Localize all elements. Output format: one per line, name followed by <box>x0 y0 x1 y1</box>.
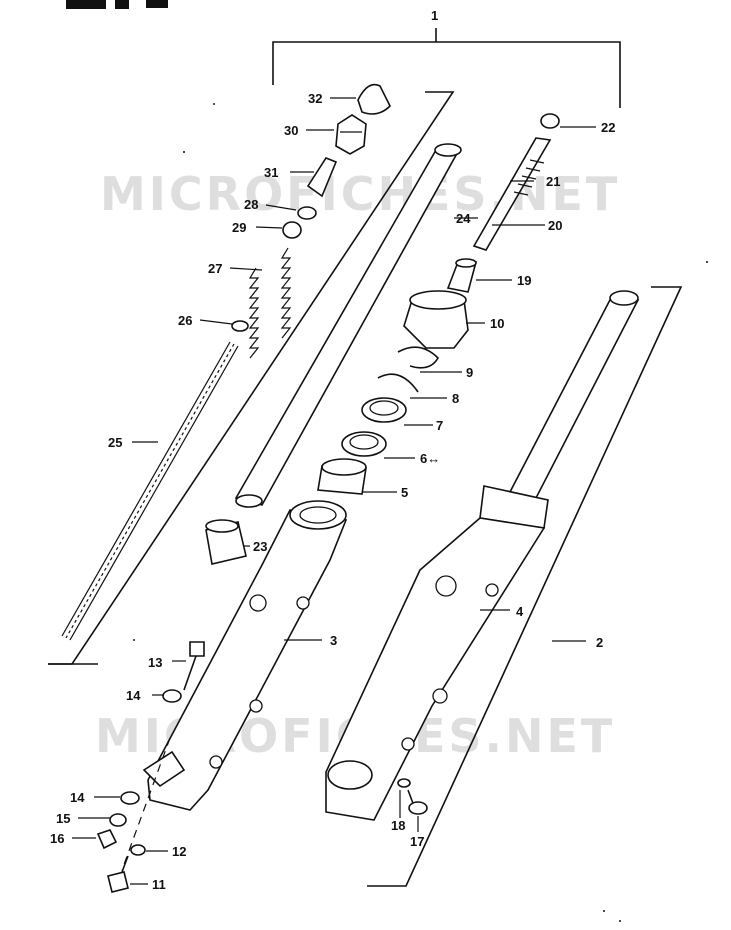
label-10: 10 <box>490 316 504 331</box>
part-21-20-rod <box>472 137 552 251</box>
right-group-frame <box>367 286 683 887</box>
part-18-washer <box>397 778 411 788</box>
label-15: 15 <box>56 811 70 826</box>
label-21: 21 <box>546 174 560 189</box>
part-14-washer-lower <box>120 791 140 805</box>
label-14-lower: 14 <box>70 790 85 805</box>
part-13-bolt <box>183 641 205 691</box>
label-27: 27 <box>208 261 222 276</box>
part-32-cap <box>357 83 391 115</box>
part-22-ring <box>540 113 560 129</box>
label-18: 18 <box>391 818 405 833</box>
label-4: 4 <box>516 604 524 619</box>
label-24: 24 <box>456 211 471 226</box>
label-29: 29 <box>232 220 246 235</box>
part-17-screw <box>407 789 428 815</box>
label-13: 13 <box>148 655 162 670</box>
part-15-washer <box>109 813 127 827</box>
part-14-washer-upper <box>162 689 182 703</box>
part-2-inner-tube <box>325 290 640 821</box>
label-32: 32 <box>308 91 322 106</box>
part-27-spring <box>248 247 292 359</box>
watermark-top: MICROFICHES.NET <box>100 167 620 221</box>
label-16: 16 <box>50 831 64 846</box>
label-26: 26 <box>178 313 192 328</box>
part-6-washer <box>341 431 387 457</box>
part-9-clip <box>397 346 439 369</box>
bracket-1 <box>272 28 621 108</box>
part-28-ring <box>297 206 317 220</box>
label-23: 23 <box>253 539 267 554</box>
part-11-bolt <box>107 855 129 893</box>
label-1: 1 <box>431 8 438 23</box>
label-28: 28 <box>244 197 258 212</box>
part-26-washer <box>231 320 249 332</box>
header-fragment <box>66 0 168 9</box>
label-17: 17 <box>410 834 424 849</box>
leader-lines <box>72 97 596 885</box>
part-12-washer <box>130 844 146 856</box>
label-5: 5 <box>401 485 408 500</box>
label-19: 19 <box>517 273 531 288</box>
label-22: 22 <box>601 120 615 135</box>
label-6: 6↔ <box>420 451 440 466</box>
label-7: 7 <box>436 418 443 433</box>
part-23-piece <box>205 519 247 565</box>
label-8: 8 <box>452 391 459 406</box>
part-30-nut <box>335 114 367 155</box>
part-24-tube <box>234 143 462 508</box>
part-31-adjuster <box>306 157 338 198</box>
part-10-seal <box>403 290 469 349</box>
label-12: 12 <box>172 844 186 859</box>
part-8-ring <box>377 373 419 393</box>
label-25: 25 <box>108 435 122 450</box>
label-9: 9 <box>466 365 473 380</box>
label-11: 11 <box>152 877 166 892</box>
part-19-sleeve <box>446 258 478 293</box>
label-3: 3 <box>330 633 337 648</box>
part-16-nut <box>96 829 118 850</box>
left-group-frame <box>48 91 455 665</box>
label-31: 31 <box>264 165 278 180</box>
print-speckles <box>133 103 708 922</box>
part-3-outer-tube <box>142 500 348 811</box>
label-30: 30 <box>284 123 298 138</box>
label-2: 2 <box>596 635 603 650</box>
label-20: 20 <box>548 218 562 233</box>
part-5-bushing <box>317 458 367 495</box>
part-25-long-spring <box>61 341 239 641</box>
part-7-oil-seal <box>361 397 407 423</box>
assembly-axis <box>121 737 171 871</box>
part-labels: 1 2 3 4 5 6↔ 7 8 9 10 11 12 13 14 14 15 … <box>50 8 615 892</box>
label-14-upper: 14 <box>126 688 141 703</box>
part-29-spacer <box>282 221 302 239</box>
